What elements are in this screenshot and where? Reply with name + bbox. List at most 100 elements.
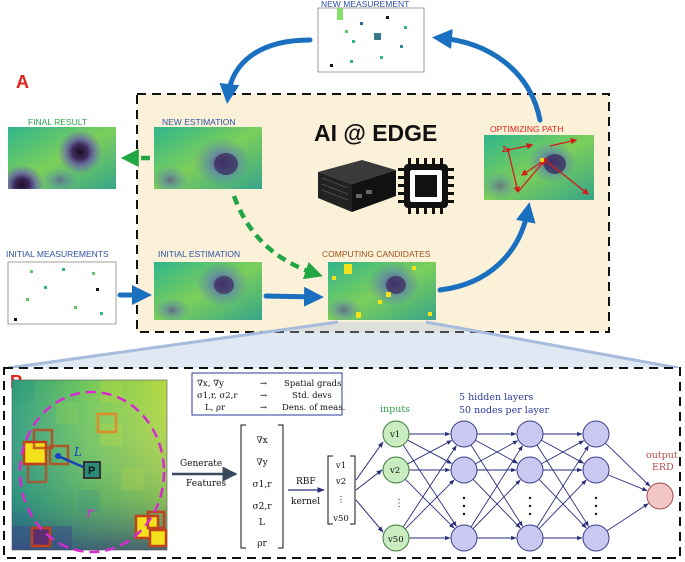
feature-arrow-0: → [260, 379, 267, 389]
nn-edge [605, 442, 651, 487]
feature-vec-1: ∇y [256, 458, 268, 468]
hidden-node [582, 420, 610, 448]
hidden-node [516, 420, 544, 448]
rbf-vector [327, 455, 356, 525]
edge-device-icon [318, 160, 396, 212]
feature-vec-3: σ2,r [252, 502, 272, 512]
ellipsis-dot [462, 496, 466, 500]
initial-estimation-label: INITIAL ESTIMATION [158, 249, 240, 259]
panel-a: A NEW MEASUREMENT FINAL RESULT [6, 0, 680, 370]
initial-measurements-map [7, 261, 117, 325]
nn-edge [407, 440, 453, 465]
input-node-label-3: v50 [387, 535, 404, 545]
feature-table [191, 372, 343, 416]
nn-edge [404, 478, 455, 529]
ellipsis-dot [594, 496, 598, 500]
rbf-label-line1: RBF [296, 477, 316, 487]
rbf-vec-0: v1 [335, 461, 346, 471]
nn-edge [538, 479, 587, 529]
feature-arrow-1: → [260, 391, 267, 401]
input-node [382, 524, 410, 552]
hidden-node [450, 420, 478, 448]
nn-input-arrows [355, 441, 384, 533]
arrow-candidates-to-path [437, 202, 536, 293]
hidden-node [582, 524, 610, 552]
new-measurement-map [317, 7, 425, 73]
nn-edge [607, 474, 648, 492]
panel-b: B [3, 367, 681, 559]
ellipsis-dot [528, 496, 532, 500]
feature-desc-1: Std. devs [292, 391, 332, 401]
path-step-label: 2 [502, 145, 507, 154]
hidden-label-line2: 50 nodes per layer [459, 405, 550, 416]
computing-candidates-label: COMPUTING CANDIDATES [322, 249, 431, 259]
output-label-line1: output [646, 450, 678, 461]
map-label-r: r [86, 503, 95, 522]
input-node [382, 456, 410, 484]
initial-estimation-map [154, 262, 262, 320]
feature-desc-2: Dens. of meas. [282, 403, 345, 413]
hidden-node [516, 456, 544, 484]
panel-a-letter: A [16, 72, 29, 92]
hidden-node [582, 456, 610, 484]
nn-edge [538, 479, 587, 529]
hidden-node [450, 524, 478, 552]
nn-edge [470, 445, 523, 528]
final-result-label: FINAL RESULT [28, 117, 87, 127]
nn-edge [470, 444, 523, 527]
initial-measurements-label: INITIAL MEASUREMENTS [6, 249, 109, 259]
inputs-label: inputs [380, 404, 410, 415]
arrow-init-est-to-candidates [263, 286, 324, 307]
radius-circle [18, 390, 166, 554]
rbf-vec-1: v2 [335, 477, 346, 487]
ellipsis-dot [462, 512, 466, 516]
generate-label-line1: Generate [180, 459, 222, 469]
new-measurement-label: NEW MEASUREMENT [321, 0, 409, 9]
nn-edge [536, 445, 589, 528]
nn-edges [402, 431, 651, 541]
input-node-label-0: v1 [389, 430, 400, 440]
candidate-squares [22, 412, 168, 548]
nn-edge [536, 444, 589, 527]
ellipsis-dot [594, 504, 598, 508]
rbf-vec-2: ⋮ [337, 495, 346, 505]
output-node [646, 482, 674, 510]
nn-edge [472, 479, 521, 529]
rbf-label-line2: kernel [291, 497, 320, 507]
optimizing-path-map [484, 135, 594, 200]
hidden-node [450, 456, 478, 484]
feature-sym-2: L, ρr [205, 403, 226, 413]
feature-vec-4: L [259, 518, 265, 528]
nn-edge [606, 503, 649, 532]
point-p-box [83, 461, 101, 479]
input-node [382, 420, 410, 448]
feature-sym-0: ∇x, ∇y [197, 379, 224, 389]
hidden-node [516, 524, 544, 552]
input-node-label-1: v2 [389, 466, 400, 476]
feature-vec-0: ∇x [256, 436, 267, 446]
zoom-connector [6, 322, 680, 368]
final-result-map [8, 127, 116, 189]
nn-nodes [382, 420, 674, 552]
feature-arrow-2: → [260, 403, 267, 413]
map-label-p: P [88, 465, 95, 477]
hidden-label-line1: 5 hidden layers [459, 392, 533, 403]
arrow-path-to-measurement [432, 29, 543, 123]
optimizing-path-label: OPTIMIZING PATH [490, 124, 563, 134]
output-label-line2: ERD [652, 462, 674, 473]
rbf-vec-3: v50 [332, 514, 349, 524]
chip-icon [398, 158, 454, 214]
new-estimation-label: NEW ESTIMATION [162, 117, 236, 127]
nn-edge [404, 479, 455, 530]
nn-edge [402, 444, 457, 527]
input-node-label-2: ⋮ [394, 498, 404, 509]
nn-edge [541, 440, 585, 465]
ellipsis-dot [528, 512, 532, 516]
map-label-l: L [73, 445, 82, 459]
feature-vec-2: σ1,r [252, 480, 272, 490]
computing-candidates-map [328, 262, 436, 320]
feature-vector [240, 424, 284, 549]
arrow-measurement-to-estimation [219, 37, 313, 104]
ai-edge-title: AI @ EDGE [314, 120, 437, 146]
